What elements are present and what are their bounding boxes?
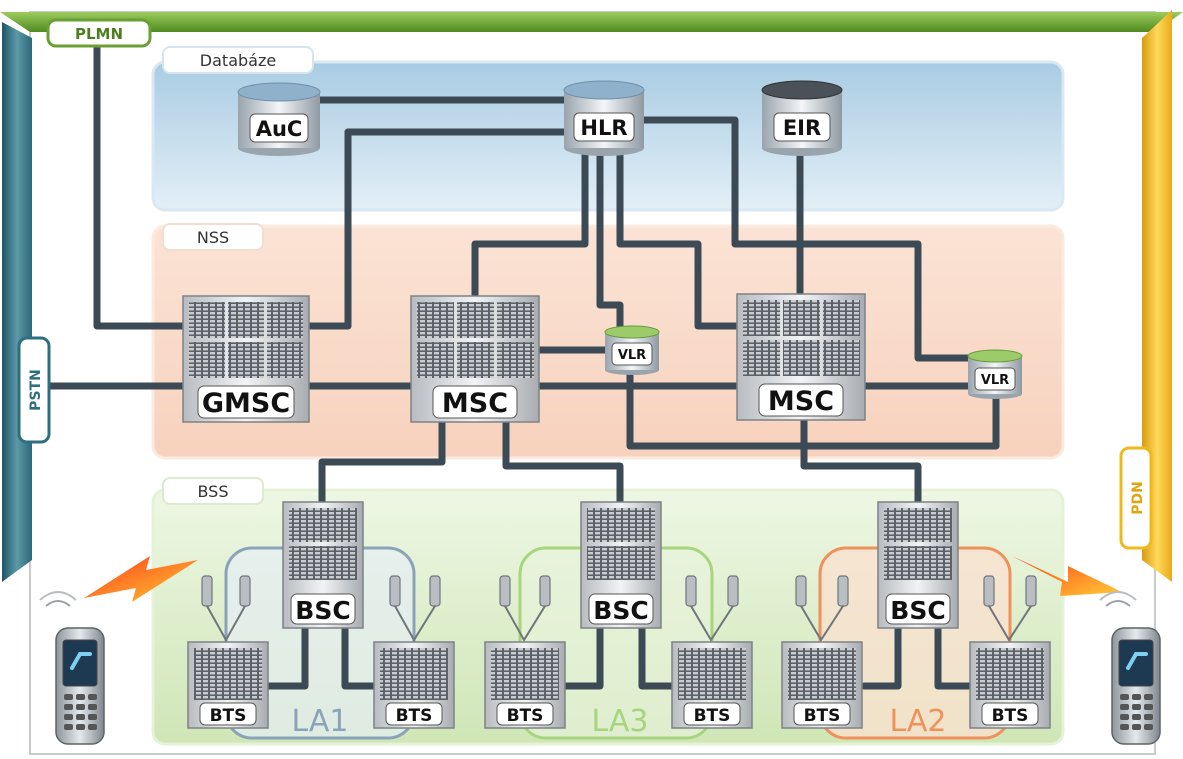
link-bsc3-bts5 — [860, 622, 902, 690]
bsc-3-cabinet-icon: BSC — [877, 501, 959, 629]
bss-zone-label: BSS — [162, 477, 264, 505]
eir-label: EIR — [783, 116, 821, 140]
link-bsc2-bts4 — [638, 622, 678, 690]
bsc-2-cabinet-icon: BSC — [580, 501, 662, 629]
mobile-phone-right-icon — [1099, 591, 1161, 745]
link-hlr-msc2 — [616, 151, 742, 330]
bts-2-cabinet-icon: BTS — [373, 641, 455, 729]
svg-text:PDN: PDN — [1130, 481, 1146, 515]
vlr-2-label: VLR — [981, 373, 1009, 388]
link-msc1-bsc2 — [502, 416, 624, 510]
bts-2-label: BTS — [396, 706, 433, 726]
link-hlr-vlr1 — [596, 151, 624, 334]
link-bsc3-bts6 — [934, 622, 976, 690]
antenna-icon — [685, 575, 739, 642]
link-bsc1-bts2 — [341, 622, 382, 690]
eir-database-icon: EIR — [761, 80, 843, 156]
bts-4-label: BTS — [694, 706, 731, 726]
la3-label: LA3 — [591, 704, 648, 739]
auc-database-icon: AuC — [237, 82, 321, 156]
hlr-database-icon: HLR — [563, 80, 645, 156]
antenna-icon — [389, 575, 441, 642]
svg-text:PSTN: PSTN — [28, 369, 44, 411]
links — [31, 44, 1000, 690]
bts-3-label: BTS — [507, 706, 544, 726]
bts-5-cabinet-icon: BTS — [781, 641, 863, 729]
bsc-2-label: BSC — [593, 596, 648, 625]
vlr-2-database-icon: VLR — [967, 349, 1023, 399]
bts-4-cabinet-icon: BTS — [671, 641, 753, 729]
database-zone-label: Databáze — [162, 46, 314, 74]
plmn-label: PLMN — [46, 18, 152, 48]
link-hlr-msc1 — [471, 151, 589, 304]
radio-link-right-icon — [1012, 556, 1122, 596]
link-plmn-gmsc — [93, 44, 189, 330]
bsc-3-label: BSC — [890, 596, 945, 625]
vlr-1-label: VLR — [618, 348, 646, 363]
link-hlr-vlr2 — [636, 116, 979, 362]
link-msc2-bsc3 — [800, 416, 922, 510]
bts-5-label: BTS — [804, 706, 841, 726]
antenna-icon — [795, 575, 849, 642]
bts-1-label: BTS — [210, 706, 247, 726]
mobile-phone-left-icon — [39, 591, 105, 745]
bsc-1-cabinet-icon: BSC — [282, 501, 364, 629]
bsc-1-label: BSC — [295, 596, 350, 625]
msc-2-label: MSC — [768, 386, 834, 417]
auc-label: AuC — [256, 117, 303, 141]
gmsc-label: GMSC — [202, 388, 290, 419]
vlr-1-database-icon: VLR — [604, 325, 660, 375]
antennas — [201, 575, 1037, 643]
bts-6-cabinet-icon: BTS — [969, 641, 1051, 729]
svg-text:BSS: BSS — [197, 482, 228, 501]
la1-label: LA1 — [291, 704, 348, 739]
svg-text:PLMN: PLMN — [75, 25, 123, 43]
msc-2-cabinet-icon: MSC — [736, 293, 866, 421]
antenna-icon — [499, 575, 551, 642]
msc-1-cabinet-icon: MSC — [410, 295, 540, 423]
svg-text:Databáze: Databáze — [200, 51, 276, 70]
pdn-label: PDN — [1119, 446, 1153, 550]
antenna-icon — [201, 575, 251, 643]
gmsc-cabinet-icon: GMSC — [182, 295, 310, 423]
bts-3-cabinet-icon: BTS — [484, 641, 566, 729]
nss-zone-label: NSS — [162, 223, 264, 251]
link-msc1-bsc1 — [318, 416, 446, 510]
plmn-frame — [0, 12, 1183, 32]
pstn-frame — [2, 22, 32, 582]
link-hlr-gmsc — [306, 128, 352, 330]
pdn-frame — [1142, 10, 1172, 582]
la2-label: LA2 — [889, 704, 946, 739]
bts-6-label: BTS — [992, 706, 1029, 726]
radio-link-left-icon — [84, 556, 198, 602]
msc-1-label: MSC — [442, 388, 508, 419]
svg-text:NSS: NSS — [197, 228, 229, 247]
link-bsc2-bts3 — [562, 622, 604, 690]
hlr-label: HLR — [580, 116, 627, 140]
bts-1-cabinet-icon: BTS — [187, 641, 269, 729]
pstn-label: PSTN — [17, 336, 51, 444]
link-vlr1-vlr2 — [626, 368, 1000, 450]
link-bsc1-bts1 — [264, 622, 309, 690]
antenna-icon — [983, 575, 1037, 642]
